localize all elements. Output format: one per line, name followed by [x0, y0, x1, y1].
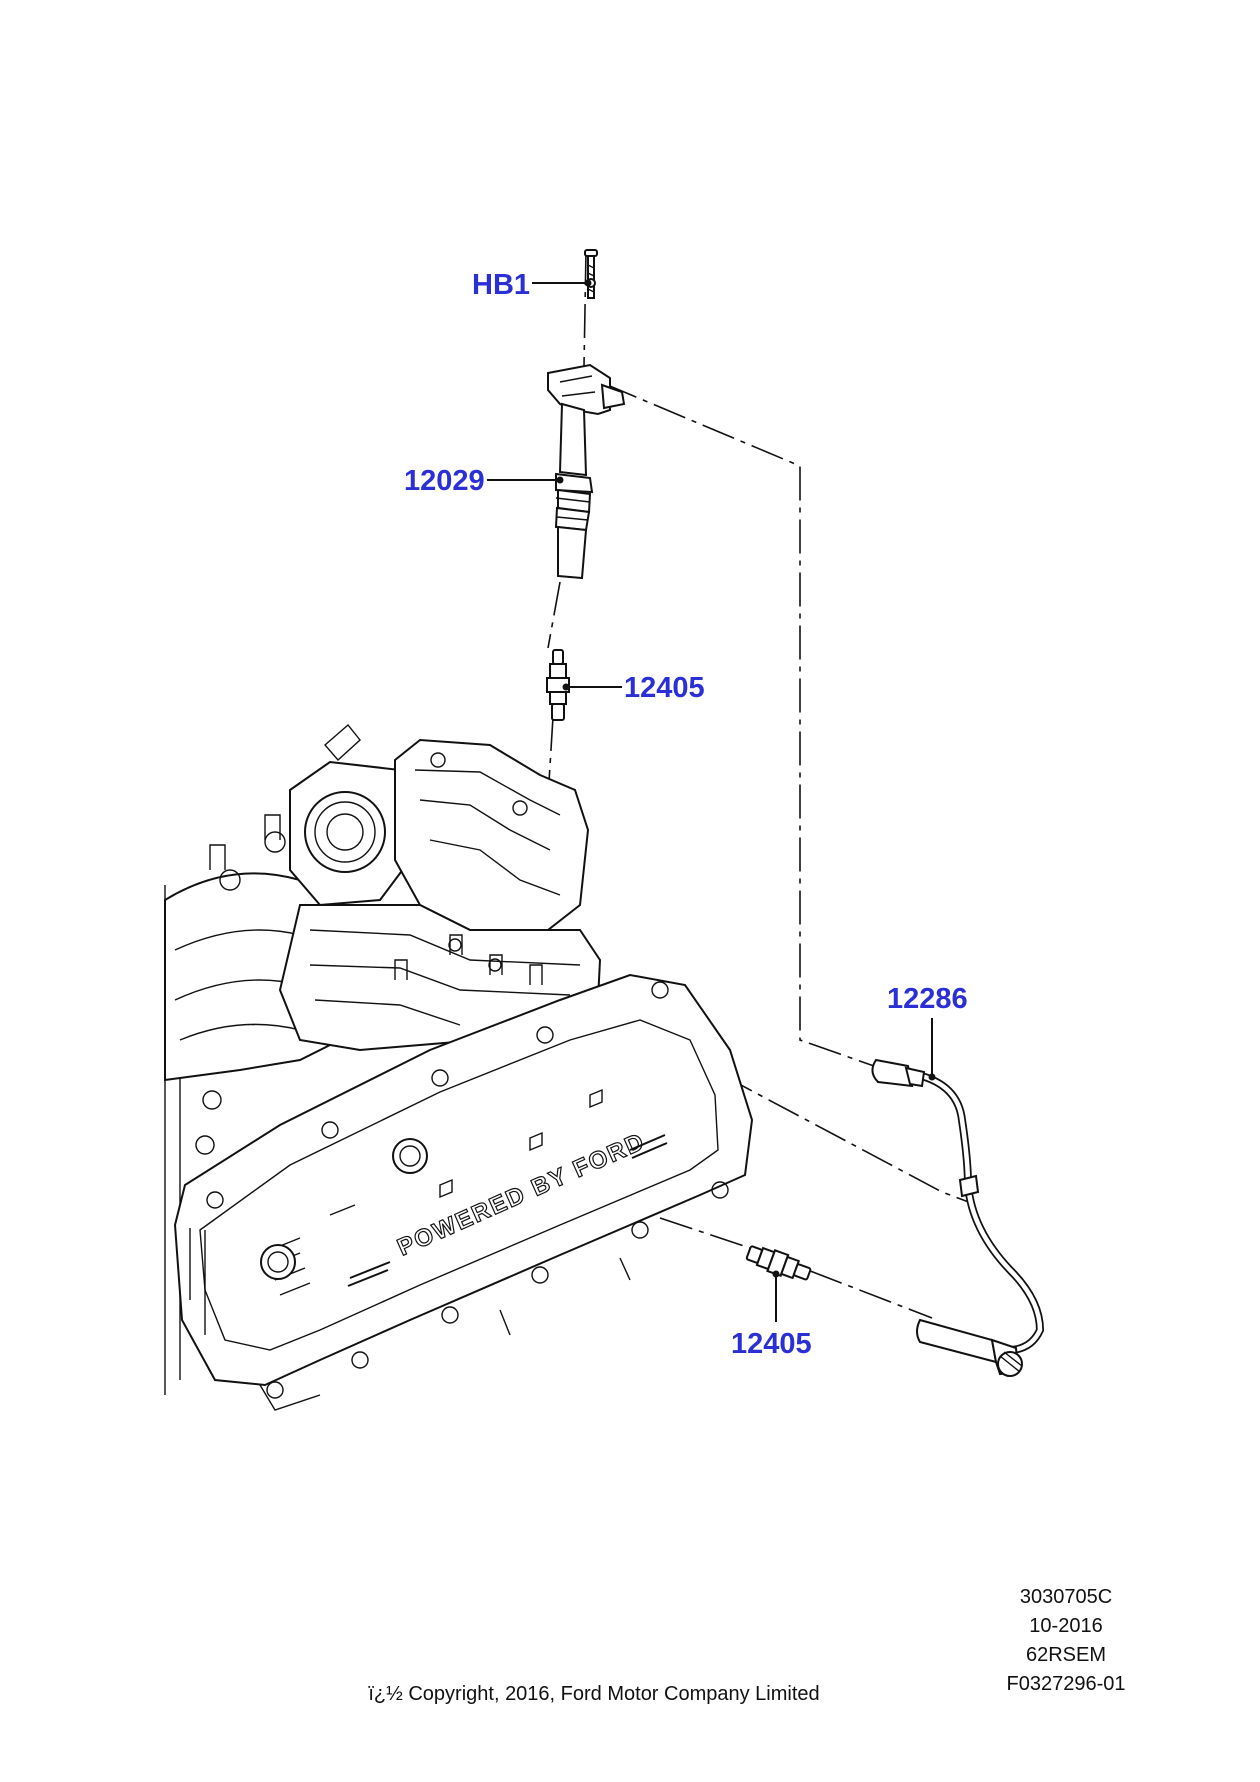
- spark-plug-12405-lower: [745, 1245, 812, 1281]
- engine-code: 62RSEM: [1026, 1644, 1106, 1666]
- callout-12286: 12286: [887, 983, 968, 1015]
- figure-number: F0327296-01: [1007, 1673, 1126, 1695]
- copyright-notice: ï¿½ Copyright, 2016, Ford Motor Company …: [368, 1683, 819, 1705]
- drawing-reference-block: 3030705C 10-2016 62RSEM F0327296-01: [1007, 1586, 1126, 1695]
- callout-12029: 12029: [404, 465, 485, 497]
- callout-hb1: HB1: [472, 269, 530, 301]
- callout-12405-lower: 12405: [731, 1328, 812, 1360]
- reference-number: 3030705C: [1020, 1586, 1112, 1608]
- callout-leaders: [487, 279, 936, 1322]
- bolt-hb1: [584, 249, 598, 299]
- issue-date: 10-2016: [1029, 1615, 1102, 1637]
- spark-plug-12405-upper: [546, 649, 570, 721]
- spark-plug-lead-12286: [871, 1058, 1045, 1377]
- ignition-coil-12029: [547, 363, 626, 580]
- callout-12405-upper: 12405: [624, 672, 705, 704]
- engine-assembly: POWERED BY FORD: [164, 723, 754, 1411]
